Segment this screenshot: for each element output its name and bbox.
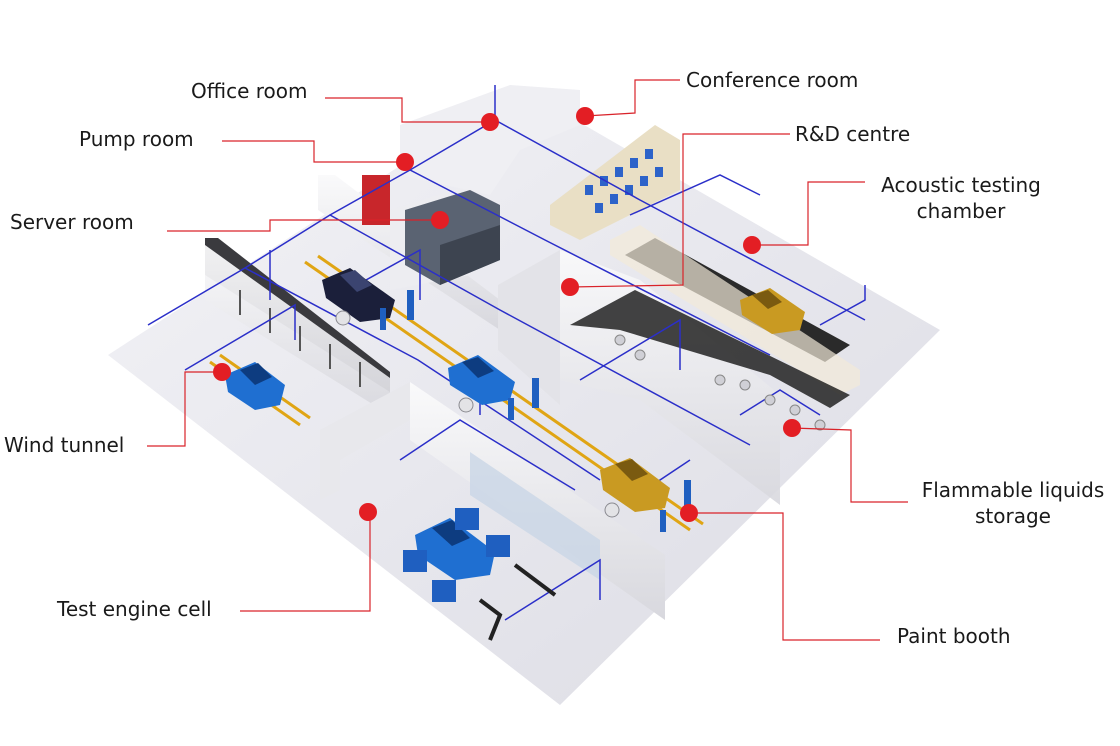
label-acoustic-testing-chamber: Acoustic testing chamber — [866, 172, 1056, 224]
label-pump-room: Pump room — [79, 127, 194, 151]
car-engine-cell — [415, 518, 495, 580]
red-dot-icon — [431, 211, 449, 229]
rd-wall — [498, 250, 560, 405]
label-acoustic-line1: Acoustic testing — [881, 173, 1041, 197]
label-flammable-line1: Flammable liquids — [921, 478, 1105, 502]
label-server-room: Server room — [10, 210, 134, 234]
leader-test-engine — [240, 512, 371, 612]
red-dot-icon — [743, 236, 761, 254]
leader-flammable — [791, 427, 908, 503]
label-flammable-line2: storage — [975, 504, 1051, 528]
red-dot-icon — [481, 113, 499, 131]
engine-cell-rails — [478, 563, 557, 641]
blue-posts — [380, 290, 691, 532]
sprinkler-network — [147, 85, 866, 621]
pump-equipment — [362, 175, 390, 225]
acoustic-wall — [610, 225, 860, 395]
robot-arms — [335, 310, 620, 518]
label-rd-centre: R&D centre — [795, 122, 911, 146]
car-line-1 — [322, 268, 395, 322]
red-dot-icon — [213, 363, 231, 381]
leader-lines — [147, 79, 908, 641]
label-paint-booth: Paint booth — [897, 624, 1011, 648]
label-test-engine-cell: Test engine cell — [57, 597, 212, 621]
conference-screens — [585, 149, 663, 213]
engine-dynos — [403, 508, 510, 602]
car-line-2 — [448, 355, 515, 405]
label-flammable-liquids-storage: Flammable liquids storage — [908, 477, 1118, 529]
red-dot-icon — [576, 107, 594, 125]
leader-acoustic — [752, 181, 865, 246]
red-dot-icon — [783, 419, 801, 437]
flammable-conveyor — [570, 290, 850, 408]
leader-rd-centre — [569, 133, 790, 288]
car-acoustic — [740, 288, 805, 334]
label-wind-tunnel: Wind tunnel — [4, 433, 125, 457]
car-paint-booth — [600, 458, 670, 512]
label-office-room: Office room — [191, 79, 308, 103]
server-racks — [405, 190, 500, 285]
leader-pump-room — [222, 140, 405, 163]
red-dot-icon — [680, 504, 698, 522]
engine-cell-window — [470, 452, 600, 580]
engine-cell-front-wall — [320, 382, 410, 500]
leader-wind-tunnel — [147, 371, 222, 447]
leader-conference-room — [584, 79, 680, 117]
office-block — [400, 85, 580, 195]
leader-office-room — [325, 97, 490, 123]
red-dot-icon — [561, 278, 579, 296]
leader-server-room — [167, 219, 440, 232]
red-dot-icon — [396, 153, 414, 171]
storage-fixtures — [614, 334, 826, 431]
red-dot-icon — [359, 503, 377, 521]
markers — [213, 107, 801, 522]
wind-tunnel-side-wall — [205, 245, 390, 415]
leader-paint-booth — [689, 512, 880, 641]
label-conference-room: Conference room — [686, 68, 859, 92]
floor-slab — [108, 88, 940, 705]
label-acoustic-line2: chamber — [916, 199, 1006, 223]
car-wind-tunnel — [225, 362, 285, 410]
